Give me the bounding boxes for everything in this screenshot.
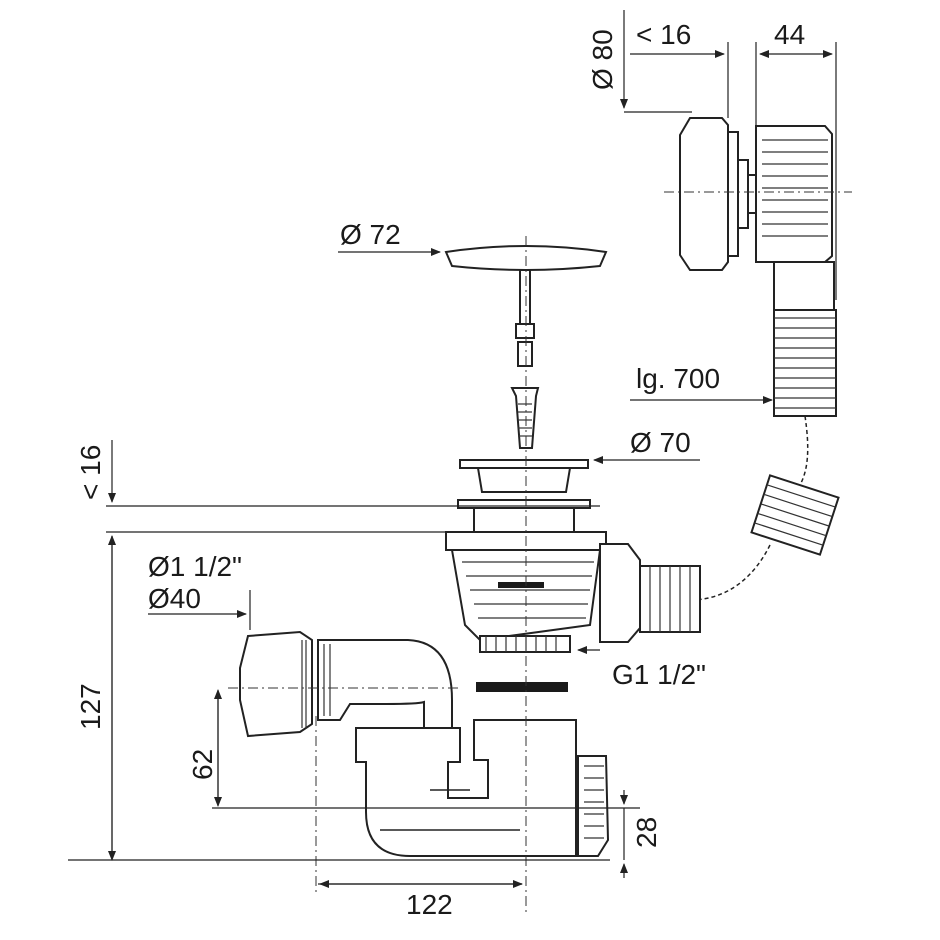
flange: Ø 70 [457,427,700,533]
thread-label: G1 1/2" [612,659,706,690]
overflow-diameter-label: Ø 80 [587,29,618,90]
plug-assembly: Ø 72 [338,219,608,449]
hose-length-dimension: lg. 700 [630,363,773,404]
trap-offset-label: 122 [406,889,453,920]
hose-length-label: lg. 700 [636,363,720,394]
outlet-mm-label: Ø40 [148,583,201,614]
overflow-depth-label: 44 [774,19,805,50]
outlet-inch-label: Ø1 1/2" [148,551,242,582]
trap-height-label: 28 [631,817,662,848]
total-height-label: 127 [75,683,106,730]
bottom-dimensions: 122 28 [318,790,662,920]
overflow-dimensions: Ø 80 < 16 44 [587,10,837,300]
trap [228,236,610,915]
left-dimensions: < 16 127 62 Ø1 1/2" Ø40 [68,440,640,861]
flange-thickness-label: < 16 [75,445,106,500]
outlet-height-label: 62 [187,749,218,780]
flange-diameter-label: Ø 70 [630,427,691,458]
plug-diameter-label: Ø 72 [340,219,401,250]
overflow-thickness-label: < 16 [636,19,691,50]
siphon-body: G1 1/2" [445,531,706,692]
overflow-assembly [664,117,852,601]
